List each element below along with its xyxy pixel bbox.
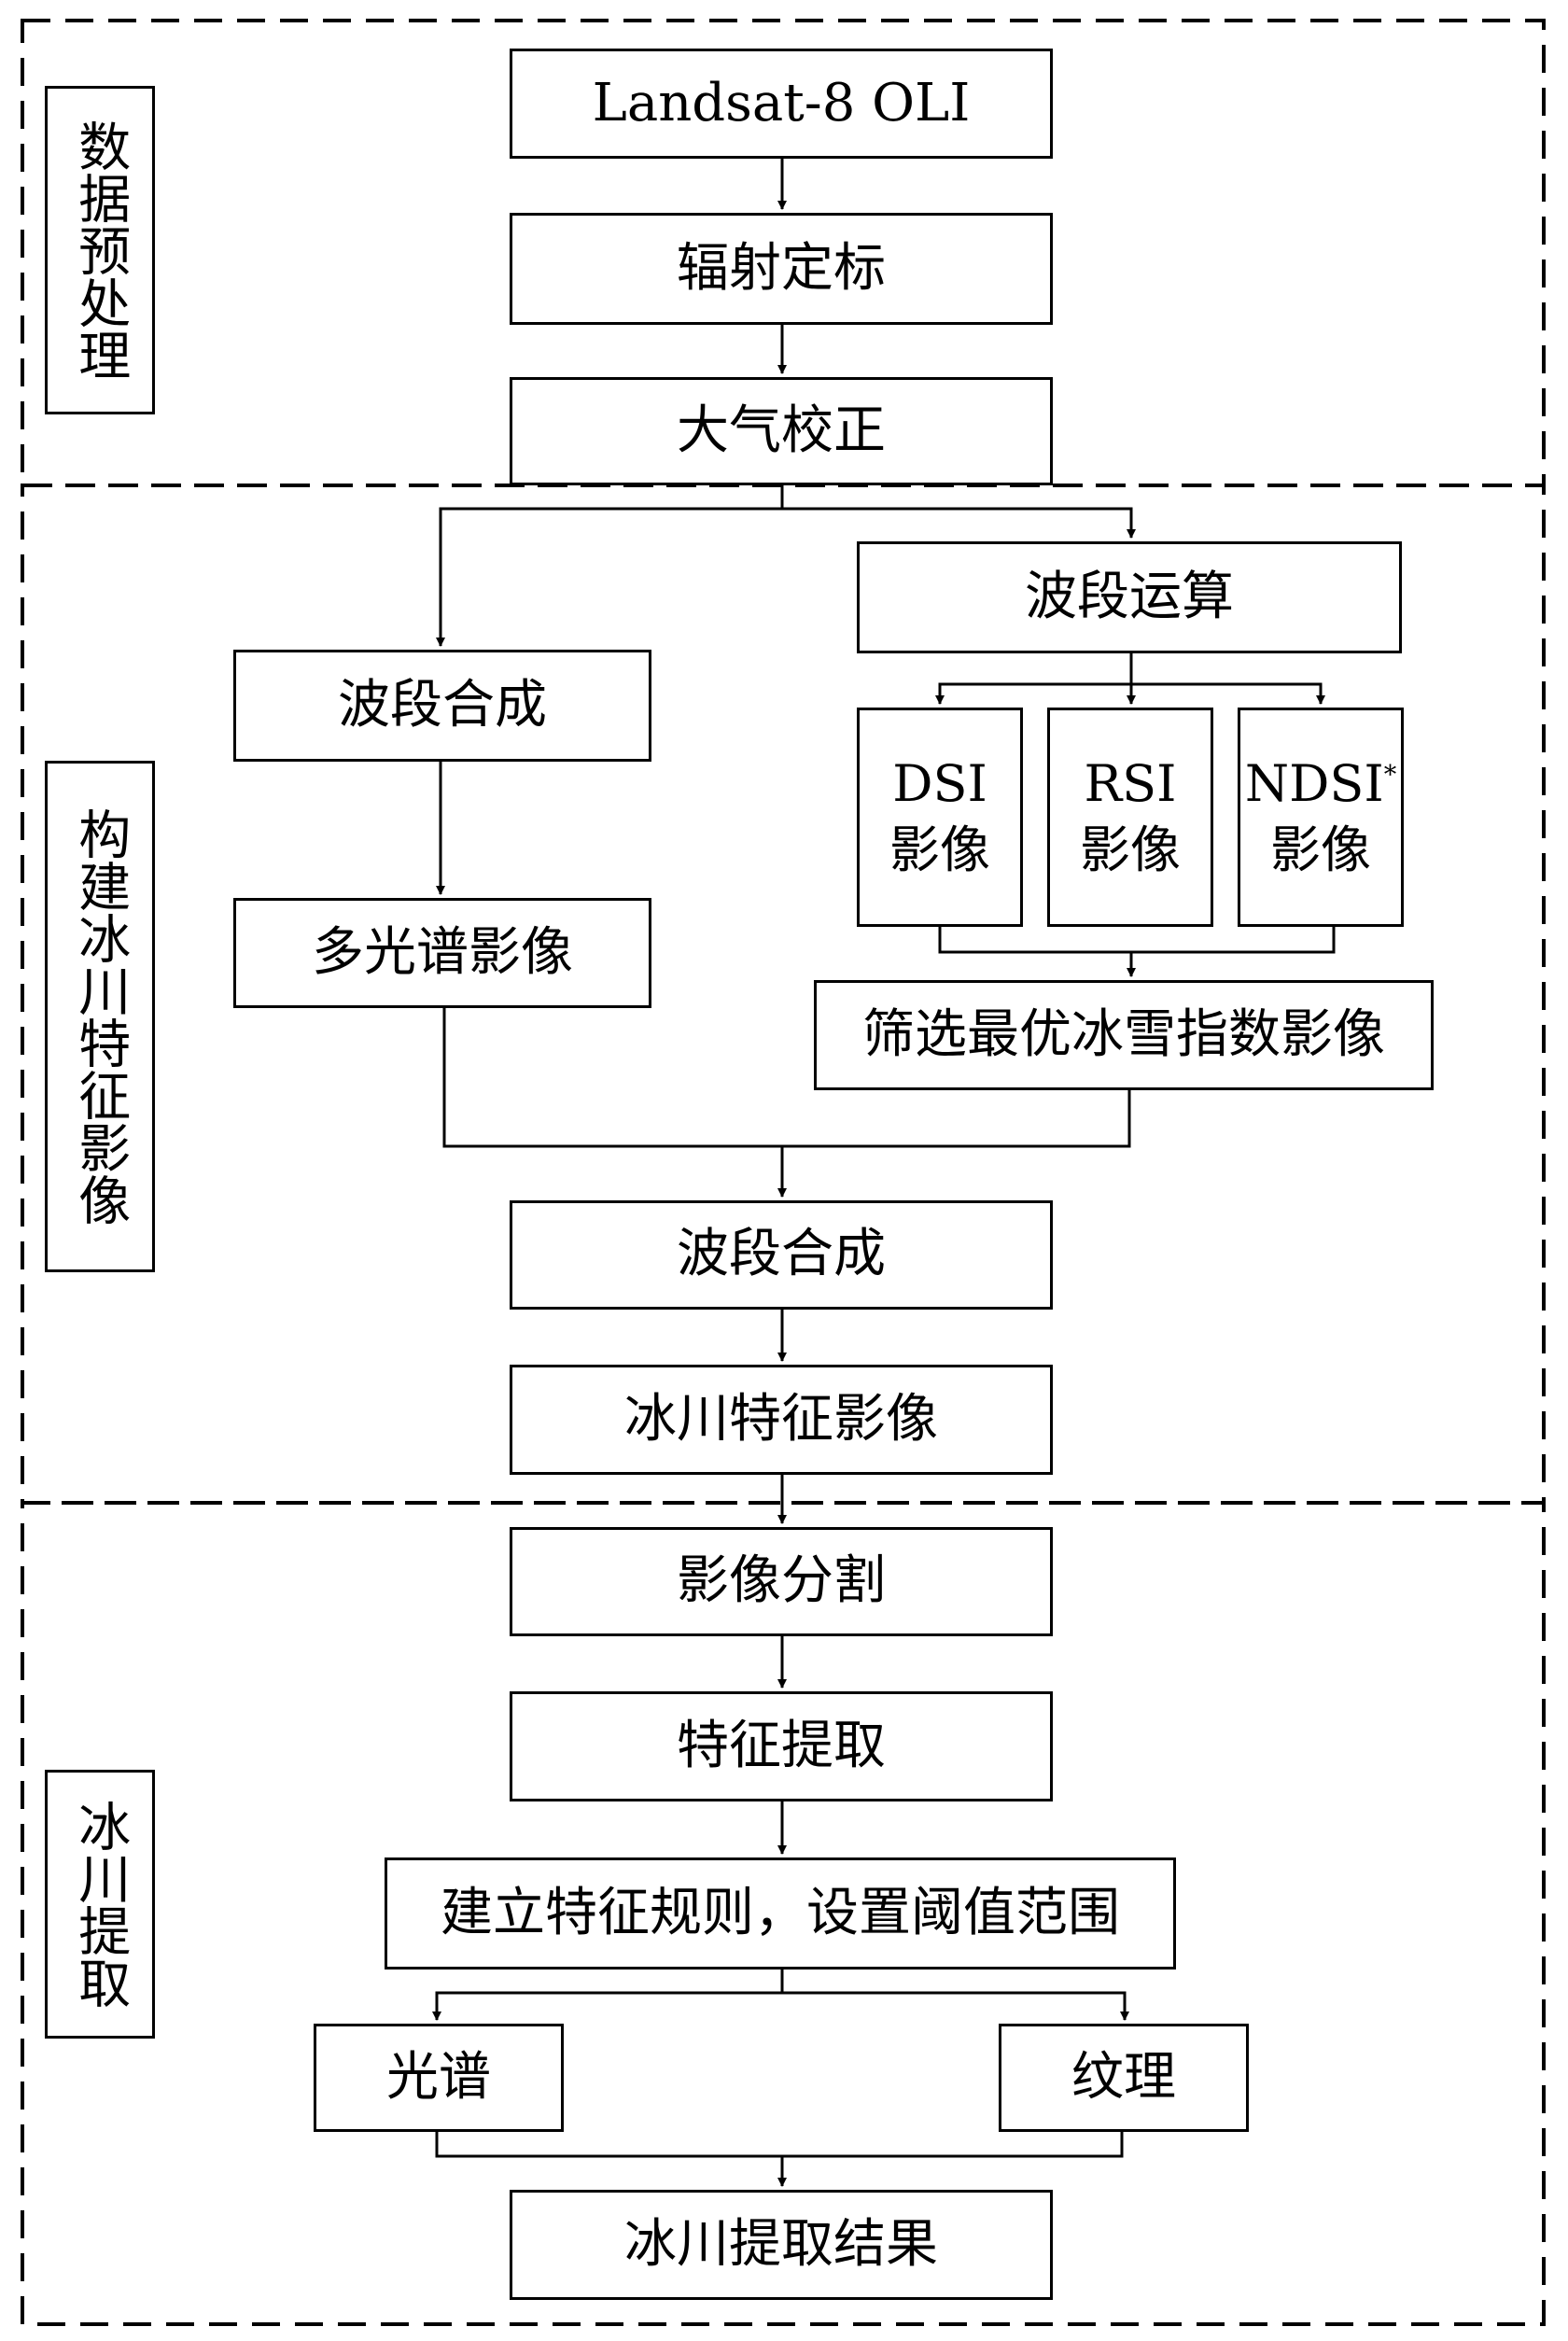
node-image-segmentation: 影像分割: [510, 1527, 1053, 1636]
node-texture: 纹理: [999, 2024, 1249, 2132]
node-band-math: 波段运算: [857, 541, 1402, 653]
node-multispectral-image: 多光谱影像: [233, 898, 651, 1008]
node-landsat: Landsat-8 OLI: [510, 49, 1053, 159]
frame-preprocessing: [21, 19, 1546, 487]
node-select-best-index: 筛选最优冰雪指数影像: [814, 980, 1434, 1090]
node-rules-thresholds: 建立特征规则，设置阈值范围: [385, 1857, 1176, 1970]
section-label-feature-image: 构建冰川特征影像: [45, 761, 155, 1272]
ndsi-subtitle: 影像: [1270, 820, 1371, 879]
ndsi-name-line: NDSI*: [1245, 751, 1396, 817]
connector-lines: [432, 159, 1336, 2187]
frame-feature-image: [21, 484, 1546, 1505]
section-frames: [21, 19, 1546, 2326]
dsi-subtitle: 影像: [889, 820, 990, 879]
node-band-composite-1: 波段合成: [233, 650, 651, 762]
node-band-composite-2: 波段合成: [510, 1200, 1053, 1310]
node-rsi-image: RSI 影像: [1047, 708, 1213, 927]
rsi-subtitle: 影像: [1080, 820, 1181, 879]
node-feature-extraction: 特征提取: [510, 1691, 1053, 1801]
section-label-preprocessing: 数据预处理: [45, 86, 155, 414]
dsi-name: DSI: [892, 754, 987, 814]
node-ndsi-image: NDSI* 影像: [1238, 708, 1404, 927]
section-label-extraction: 冰川提取: [45, 1770, 155, 2039]
node-dsi-image: DSI 影像: [857, 708, 1023, 927]
frame-extraction: [21, 1501, 1546, 2326]
node-radiometric-calibration: 辐射定标: [510, 213, 1053, 325]
ndsi-name: NDSI: [1244, 754, 1384, 814]
node-extraction-result: 冰川提取结果: [510, 2190, 1053, 2300]
rsi-name: RSI: [1084, 754, 1177, 814]
node-glacier-feature-image: 冰川特征影像: [510, 1365, 1053, 1475]
node-spectral: 光谱: [314, 2024, 564, 2132]
node-atmospheric-correction: 大气校正: [510, 377, 1053, 485]
ndsi-asterisk: *: [1383, 761, 1397, 791]
